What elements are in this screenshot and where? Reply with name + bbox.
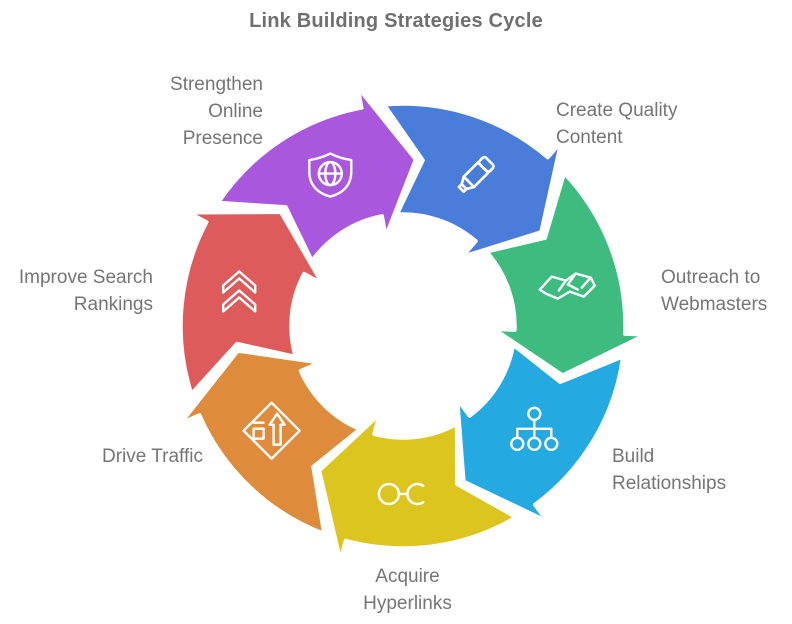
- segment-label-strengthen-online-presence: Strengthen Online Presence: [170, 74, 263, 149]
- handshake-icon: [538, 272, 596, 300]
- segment-arrow-strengthen-online-presence: [216, 86, 418, 263]
- segment-label-improve-search-rankings: Improve Search Rankings: [18, 267, 153, 315]
- segment-arrow-improve-search-rankings: [179, 210, 324, 396]
- segment-arrow-acquire-hyperlinks: [317, 413, 518, 562]
- sitemap-icon: [510, 406, 559, 451]
- segment-label-outreach-to-webmasters: Outreach to Webmasters: [661, 267, 768, 315]
- segment-arrow-create-quality-content: [382, 102, 563, 259]
- growth-sign-icon: [242, 401, 301, 460]
- double-chevron-up-icon: [221, 270, 257, 313]
- shield-globe-icon: [308, 152, 353, 198]
- segment-arrow-drive-traffic: [179, 349, 362, 536]
- segment-arrow-build-relationships: [455, 343, 625, 523]
- pen-icon: [457, 155, 495, 194]
- link-icon: [377, 482, 425, 506]
- segment-label-build-relationships: Build Relationships: [612, 446, 727, 494]
- segment-arrow-outreach-to-webmasters: [485, 171, 647, 377]
- segment-label-acquire-hyperlinks: Acquire Hyperlinks: [363, 566, 452, 614]
- segment-label-drive-traffic: Drive Traffic: [101, 446, 203, 467]
- diagram-title: Link Building Strategies Cycle: [249, 10, 543, 32]
- segment-label-create-quality-content: Create Quality Content: [556, 100, 678, 148]
